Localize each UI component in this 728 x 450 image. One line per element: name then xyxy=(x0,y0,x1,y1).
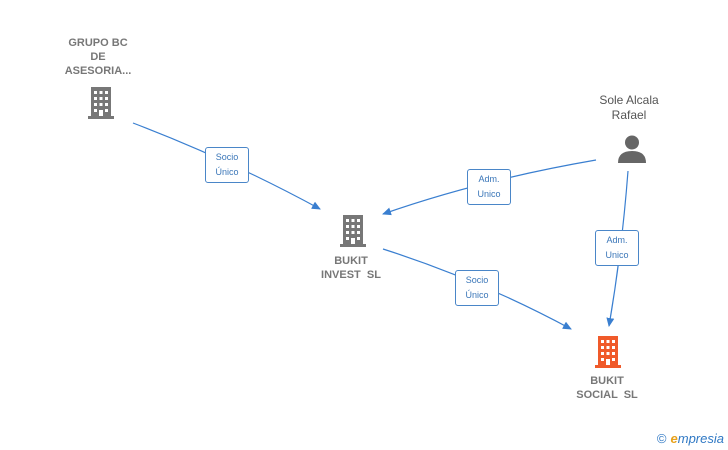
brand-name: mpresia xyxy=(677,431,724,446)
edge-label-adm-unico[interactable]: Adm. Unico xyxy=(467,169,511,205)
building-icon[interactable] xyxy=(593,335,623,369)
node-label-sole-alcala[interactable]: Sole Alcala Rafael xyxy=(599,93,659,122)
building-icon[interactable] xyxy=(338,214,368,248)
brand-initial: e xyxy=(670,431,678,446)
edge-label-adm-unico[interactable]: Adm. Unico xyxy=(595,230,639,266)
node-label-bukit-invest[interactable]: BUKIT INVEST SL xyxy=(321,255,381,281)
edge-label-socio-unico[interactable]: Socio Único xyxy=(455,270,499,306)
building-icon[interactable] xyxy=(86,86,116,120)
edge-label-socio-unico[interactable]: Socio Único xyxy=(205,147,249,183)
node-label-grupo-bc[interactable]: GRUPO BC DE ASESORIA... xyxy=(64,37,132,77)
person-icon[interactable] xyxy=(616,134,648,164)
copyright-icon: © xyxy=(656,431,667,446)
empresia-logo[interactable]: ©empresia xyxy=(657,431,724,446)
node-label-bukit-social[interactable]: BUKIT SOCIAL SL xyxy=(576,375,638,401)
